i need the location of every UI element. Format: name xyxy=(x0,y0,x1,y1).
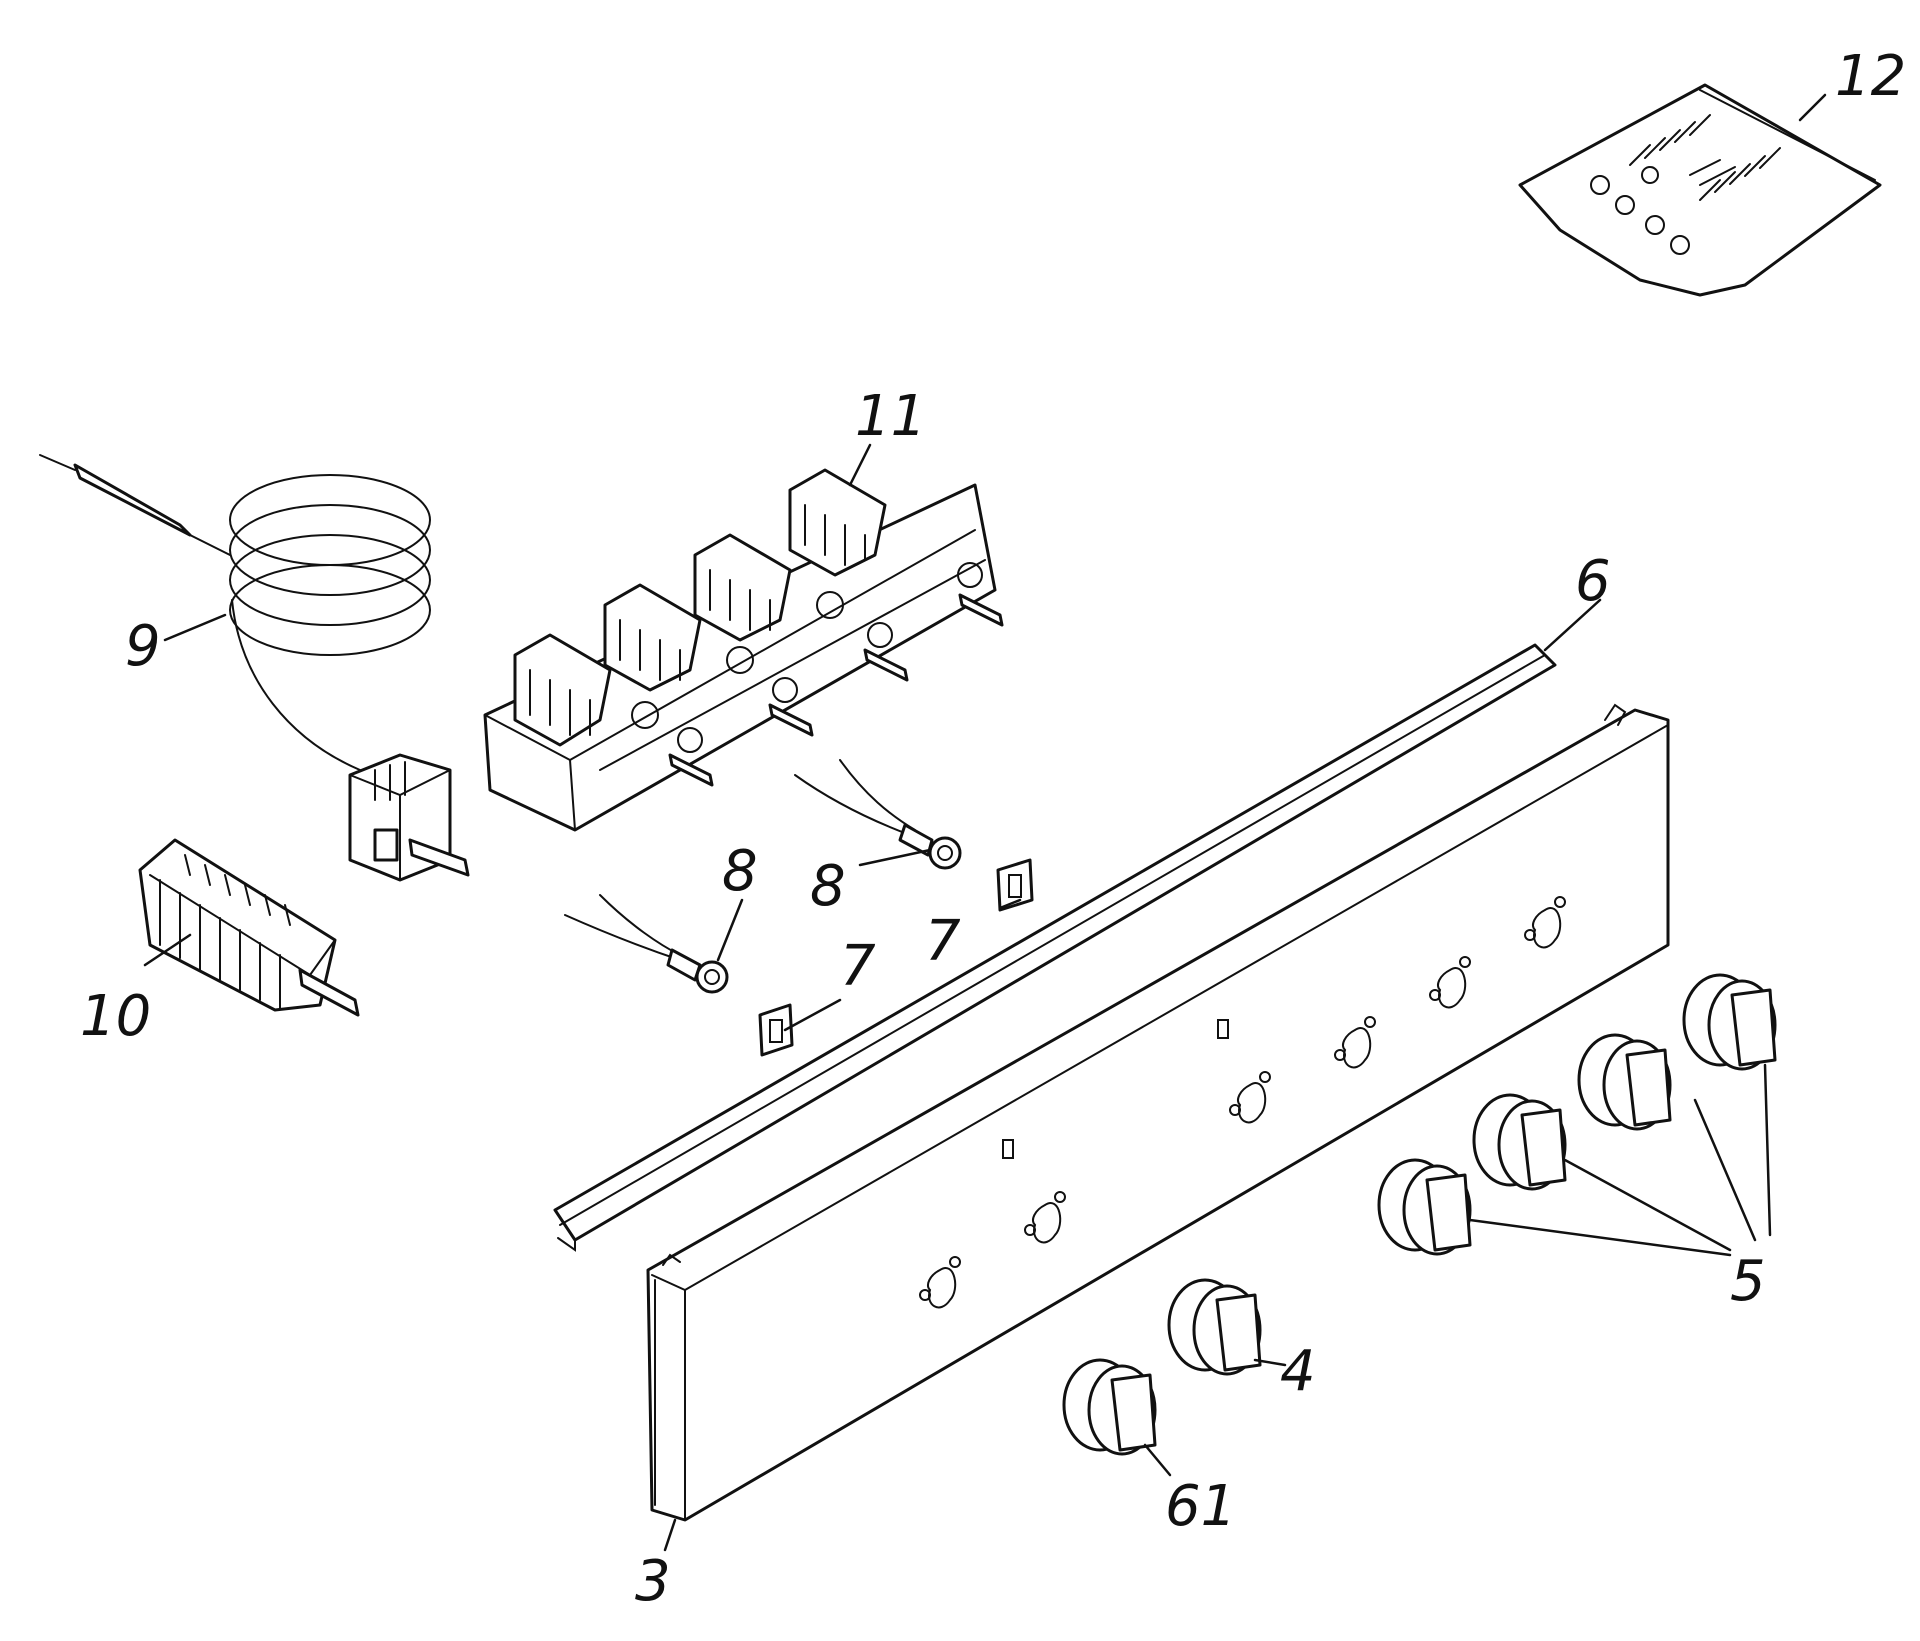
screw-bag-part-12 xyxy=(1518,83,1882,297)
knob-part-5-c xyxy=(1577,1033,1672,1131)
callout-5: 5 xyxy=(1730,1249,1766,1314)
knob-part-5-a xyxy=(1377,1158,1472,1256)
knob-part-4 xyxy=(1167,1278,1262,1376)
gas-manifold-part-11 xyxy=(483,468,1004,832)
callout-8-b: 8 xyxy=(810,854,846,919)
knob-part-61 xyxy=(1062,1358,1157,1456)
callout-7-a: 7 xyxy=(840,934,876,999)
callout-3: 3 xyxy=(635,1549,671,1614)
callout-7-b: 7 xyxy=(925,909,961,974)
thermocouples-part-8 xyxy=(564,759,962,994)
leader-lines xyxy=(143,93,1827,1552)
thermostat-coil-part-9 xyxy=(39,454,470,882)
callout-4: 4 xyxy=(1280,1339,1316,1404)
callout-61: 61 xyxy=(1165,1474,1236,1539)
callout-12: 12 xyxy=(1835,44,1906,109)
callout-6: 6 xyxy=(1575,549,1611,614)
callout-labels: 12 11 6 9 10 8 8 7 7 3 4 61 5 xyxy=(80,44,1906,1614)
selector-switch-part-10 xyxy=(138,838,360,1017)
callout-11: 11 xyxy=(855,384,926,449)
knob-part-5-d xyxy=(1682,973,1777,1071)
knob-part-5-b xyxy=(1472,1093,1567,1191)
callout-9: 9 xyxy=(125,614,161,679)
clips-part-7 xyxy=(758,858,1034,1057)
callout-8-a: 8 xyxy=(722,839,758,904)
control-panel-part-3 xyxy=(646,703,1670,1522)
callout-10: 10 xyxy=(80,984,151,1049)
profile-rail-part-6 xyxy=(553,643,1557,1252)
